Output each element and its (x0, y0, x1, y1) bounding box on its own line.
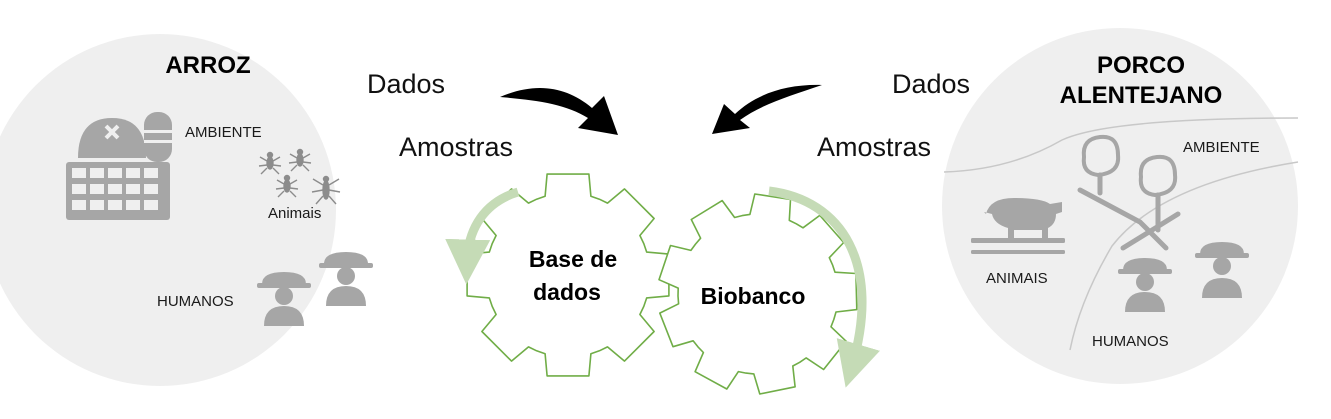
rice-ambiente-label: AMBIENTE (185, 124, 262, 141)
rice-title: ARROZ (165, 52, 250, 79)
rotation-arrow-right-icon (768, 186, 880, 388)
pig-title-line2: ALENTEJANO (1060, 82, 1223, 109)
farm-silo-icon (66, 112, 172, 220)
database-gear (466, 173, 670, 377)
data-label-right: Dados (892, 69, 970, 99)
samples-label-right: Amostras (817, 132, 931, 162)
rotation-arrow-left-icon (445, 187, 520, 285)
rice-panel: ARROZ AMBIENTE (0, 34, 373, 386)
farmer-icon (1118, 258, 1172, 312)
biobank-label: Biobanco (701, 283, 806, 309)
rice-humans-label: HUMANOS (157, 293, 234, 310)
trees-icon (1077, 134, 1181, 251)
pig-panel: PORCO ALENTEJANO AMBIENTE ANIMAIS HUMANO… (942, 28, 1299, 384)
pig-title-line1: PORCO (1097, 52, 1185, 79)
landscape-line (943, 117, 1299, 173)
farmer-icon (319, 252, 373, 306)
rice-animals-label: Animais (268, 205, 321, 222)
pig-ambiente-label: AMBIENTE (1183, 139, 1260, 156)
data-label-left: Dados (367, 69, 445, 99)
curved-arrow-right-icon (712, 84, 822, 134)
farmer-icon (1195, 242, 1249, 298)
database-label-line1: Base de (529, 246, 617, 272)
insects-icon (258, 148, 341, 205)
landscape-line (1069, 161, 1299, 351)
biobank-gear (658, 193, 858, 395)
pig-icon (971, 198, 1065, 254)
farmer-icon (257, 272, 311, 326)
pig-animals-label: ANIMAIS (986, 270, 1048, 287)
pig-humans-label: HUMANOS (1092, 333, 1169, 350)
curved-arrow-left-icon (500, 88, 618, 135)
database-label-line2: dados (533, 279, 601, 305)
samples-label-left: Amostras (399, 132, 513, 162)
